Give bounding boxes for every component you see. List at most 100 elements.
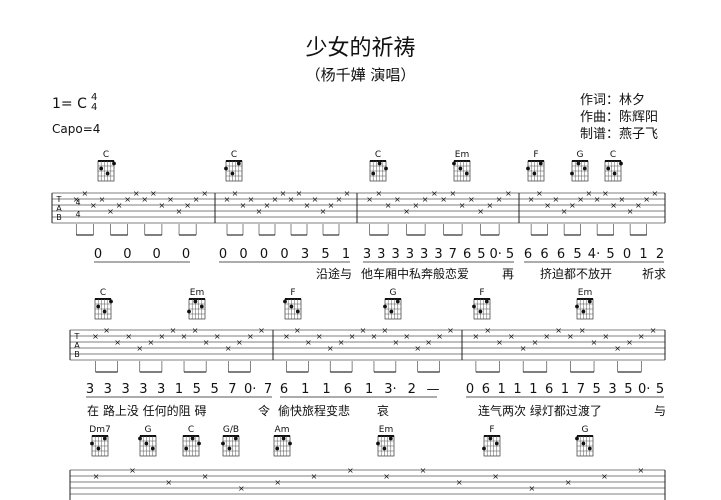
jianpu-note: 3 [157,382,165,397]
jianpu-note: 2 [656,247,664,262]
chord-finger-dot [388,436,393,441]
tab-note: × [125,332,132,341]
chord-finger-dot [464,171,469,176]
tab-note: × [614,344,621,353]
tab-note: × [436,332,443,341]
tab-note: × [456,478,463,487]
tab-note: × [652,189,659,198]
jianpu-note: 7 [449,247,457,262]
tab-note: × [141,195,148,204]
tab-note: × [316,332,323,341]
tab-note: × [294,326,301,335]
jianpu-note: 3 [104,382,112,397]
tab-note: × [107,207,114,216]
chord-finger-dot [109,299,113,304]
jianpu-note: 2 [408,382,416,397]
chord-finger-dot [587,299,592,304]
jianpu-note: 1 [513,382,521,397]
jianpu-note: 0 [153,247,161,262]
time-signature-top: 4 [91,92,98,103]
chord-finger-dot [283,299,287,304]
jianpu-note: 1 [342,247,350,262]
chord-finger-dot [233,436,238,441]
chord-name: G [145,425,152,435]
jianpu-note: 3 [121,382,129,397]
tab-note: × [392,338,399,347]
song-subtitle: （杨千嬅 演唱） [305,66,416,84]
chord-finger-dot [376,441,380,446]
jianpu-note: 0· [489,247,501,262]
jianpu-note: 5 [573,247,581,262]
jianpu-note: 0 [219,247,227,262]
chord-finger-dot [570,171,574,176]
chord-name: C [231,150,237,160]
tab-note: × [536,189,543,198]
lyric-text: 偷快旅程变悲 [278,403,350,418]
tab-note: × [492,472,499,481]
chord-name: Am [275,425,290,435]
tab-note: × [528,195,535,204]
tab-note: × [360,326,367,335]
tab-note: × [114,338,121,347]
tab-note: × [569,201,576,210]
song-title: 少女的祈祷 [305,36,416,61]
tab-note: × [193,195,200,204]
chord-finger-dot [484,299,489,304]
tab-clef-letter: B [56,213,62,222]
lyric-text: 祈求 [642,267,666,281]
tab-note: × [496,195,503,204]
tab-note: × [650,326,657,335]
tab-note: × [99,195,106,204]
jianpu-note: 0 [182,247,190,262]
tab-note: × [184,201,191,210]
tab-clef-letter: T [56,195,62,204]
tab-note: × [225,344,232,353]
tab-note: × [422,195,429,204]
tab-note: × [414,344,421,353]
tab-note: × [150,189,157,198]
time-signature: 4 4 [91,93,97,113]
tab-note: × [349,332,356,341]
staff-time-bottom: 4 [75,210,80,219]
chord-finger-dot [236,161,241,166]
tab-note: × [376,189,383,198]
tab-note: × [232,189,239,198]
chord-name: F [489,425,494,435]
chord-finger-dot [199,304,204,309]
jianpu-note: 3 [86,382,94,397]
credit-transcriber: 制谱：燕子飞 [580,127,659,142]
tab-note: × [383,472,390,481]
tab-note: × [336,195,343,204]
tab-note: × [264,201,271,210]
tab-note: × [591,338,598,347]
chord-finger-dot [575,436,579,441]
tab-note: × [555,326,562,335]
tab-note: × [505,189,512,198]
chord-finger-dot [581,309,586,314]
chord-finger-dot [478,309,483,314]
chord-name: Dm7 [89,425,110,435]
jianpu-note: 1 [498,382,506,397]
lyric-text: 开 [600,267,612,281]
jianpu-note: 6 [463,247,471,262]
chord-finger-dot [190,436,195,441]
chord-finger-dot [526,166,530,171]
jianpu-note: 1 [175,382,183,397]
tab-note: × [544,201,551,210]
tab-note: × [274,478,281,487]
chord-finger-dot [452,161,456,166]
chord-finger-dot [281,436,286,441]
tab-note: × [103,326,110,335]
chord-finger-dot [295,309,300,314]
tab-note: × [92,332,99,341]
tab-note: × [468,195,475,204]
chord-finger-dot [99,166,104,171]
jianpu-note: 1 [301,382,309,397]
jianpu-note: 3 [139,382,147,397]
tab-note: × [610,201,617,210]
tab-note: × [643,195,650,204]
lyric-text: 令 [258,403,270,418]
tab-note: × [440,195,447,204]
chord-finger-dot [377,161,382,166]
